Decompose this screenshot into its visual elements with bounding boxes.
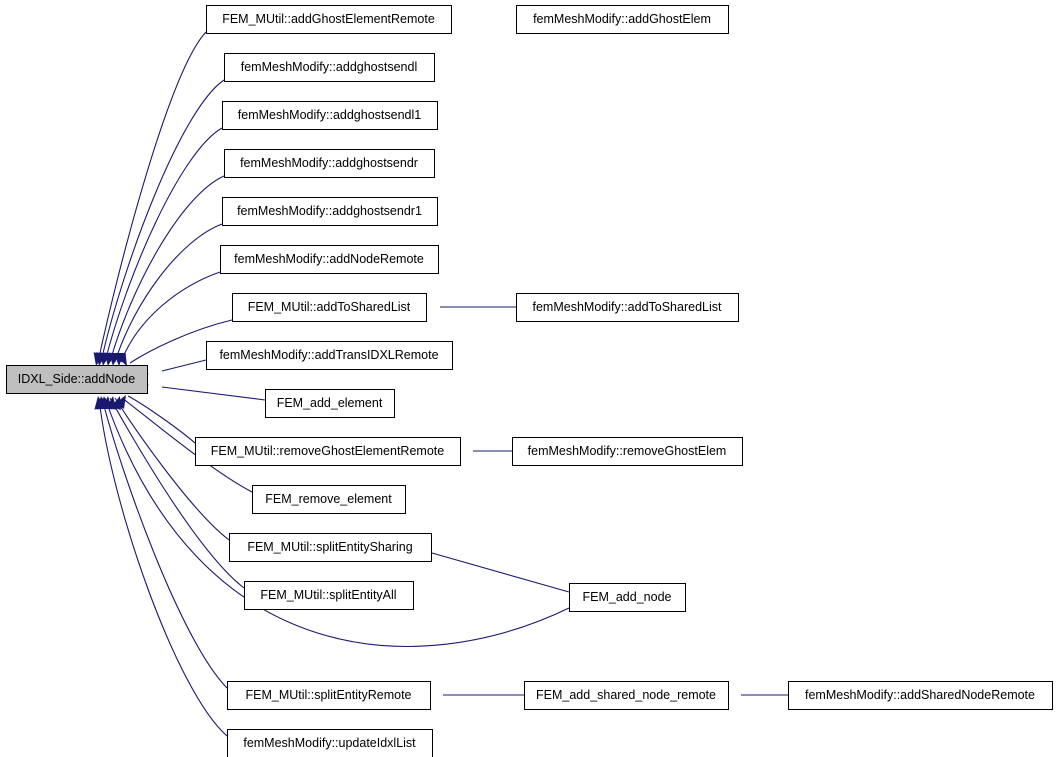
graph-node-addNodeRemote[interactable]: femMeshModify::addNodeRemote [220, 245, 439, 274]
node-label: femMeshModify::addGhostElem [533, 12, 711, 26]
edge-line [100, 79, 225, 363]
node-box[interactable] [206, 341, 453, 370]
graph-node-FEM_remove_element[interactable]: FEM_remove_element [252, 485, 406, 514]
edge-line [114, 397, 230, 541]
node-label: femMeshModify::addghostsendl1 [238, 108, 421, 122]
node-box[interactable] [232, 293, 427, 322]
graph-node-updateIdxlList[interactable]: femMeshModify::updateIdxlList [227, 729, 433, 757]
node-label: FEM_add_shared_node_remote [536, 688, 716, 702]
graph-node-addghostsendr1[interactable]: femMeshModify::addghostsendr1 [222, 197, 438, 226]
node-label: FEM_add_element [277, 396, 383, 410]
graph-node-FEM_add_element[interactable]: FEM_add_element [265, 389, 395, 418]
graph-edge [101, 396, 245, 589]
node-label: femMeshModify::addghostsendr [240, 156, 418, 170]
node-box[interactable] [569, 583, 686, 612]
edge-line [104, 127, 223, 363]
node-box[interactable] [224, 53, 435, 82]
edge-line [104, 397, 570, 647]
node-label: femMeshModify::updateIdxlList [243, 736, 416, 750]
edge-line [120, 271, 221, 363]
node-label: FEM_add_node [583, 590, 672, 604]
node-label: femMeshModify::addToSharedList [533, 300, 723, 314]
node-label: femMeshModify::addNodeRemote [234, 252, 424, 266]
node-box[interactable] [229, 533, 432, 562]
graph-node-FEM_add_node[interactable]: FEM_add_node [569, 583, 686, 612]
node-box[interactable] [516, 5, 729, 34]
node-box[interactable] [220, 245, 439, 274]
edge-line [161, 359, 207, 372]
node-label: FEM_MUtil::splitEntityAll [260, 588, 396, 602]
graph-node-splitEntityAll[interactable]: FEM_MUtil::splitEntityAll [244, 581, 414, 610]
edge-line [121, 397, 253, 493]
edge-line [114, 223, 223, 363]
edge-line [129, 319, 233, 364]
graph-node-addghostsendl[interactable]: femMeshModify::addghostsendl [224, 53, 435, 82]
edge-line [98, 397, 228, 737]
node-box[interactable] [6, 365, 148, 394]
node-label: FEM_remove_element [265, 492, 392, 506]
node-box[interactable] [516, 293, 739, 322]
node-label: femMeshModify::addTransIDXLRemote [219, 348, 438, 362]
graph-node-center[interactable]: IDXL_Side::addNode [6, 365, 148, 394]
node-label: femMeshModify::addSharedNodeRemote [805, 688, 1035, 702]
graph-edge [114, 395, 196, 444]
node-label: femMeshModify::removeGhostElem [528, 444, 727, 458]
node-label: FEM_MUtil::addToSharedList [248, 300, 411, 314]
edge-line [431, 552, 570, 593]
node-box[interactable] [265, 389, 395, 418]
edge-layer [93, 31, 788, 737]
edge-arrowhead-icon [94, 396, 105, 410]
node-label: IDXL_Side::addNode [18, 372, 135, 386]
graph-edge [136, 379, 266, 401]
node-box[interactable] [222, 101, 438, 130]
node-label: FEM_MUtil::removeGhostElementRemote [211, 444, 444, 458]
node-box[interactable] [224, 149, 435, 178]
graph-edge [93, 31, 207, 366]
graph-node-addTransIDXLRemote[interactable]: femMeshModify::addTransIDXLRemote [206, 341, 453, 370]
node-label: FEM_MUtil::splitEntitySharing [247, 540, 412, 554]
node-box[interactable] [788, 681, 1053, 710]
graph-node-splitEntityRemote[interactable]: FEM_MUtil::splitEntityRemote [227, 681, 431, 710]
node-label: FEM_MUtil::splitEntityRemote [245, 688, 411, 702]
graph-edge [94, 396, 228, 737]
node-box[interactable] [524, 681, 729, 710]
graph-edge [417, 689, 524, 701]
edge-line [97, 31, 207, 363]
node-box[interactable] [252, 485, 406, 514]
graph-node-FEM_add_shared_node_remote[interactable]: FEM_add_shared_node_remote [524, 681, 729, 710]
graph-node-addghostsendl1[interactable]: femMeshModify::addghostsendl1 [222, 101, 438, 130]
graph-node-addToSharedListUtil[interactable]: FEM_MUtil::addToSharedList [232, 293, 427, 322]
node-layer: IDXL_Side::addNode FEM_MUtil::addGhostEle… [6, 5, 1053, 757]
edge-line [101, 397, 228, 689]
edge-line [127, 395, 196, 444]
edge-arrowhead-icon [116, 352, 127, 366]
graph-node-addGhostElementRemote[interactable]: FEM_MUtil::addGhostElementRemote [206, 5, 452, 34]
graph-edge [113, 271, 221, 366]
graph-node-addToSharedListMesh[interactable]: femMeshModify::addToSharedList [516, 293, 739, 322]
node-label: femMeshModify::addghostsendl [241, 60, 417, 74]
node-box[interactable] [227, 729, 433, 757]
graph-node-removeGhostElem[interactable]: femMeshModify::removeGhostElem [512, 437, 743, 466]
node-box[interactable] [244, 581, 414, 610]
graph-edge [96, 79, 225, 366]
graph-node-splitEntitySharing[interactable]: FEM_MUtil::splitEntitySharing [229, 533, 432, 562]
node-box[interactable] [227, 681, 431, 710]
edge-line [161, 386, 266, 401]
node-box[interactable] [195, 437, 461, 466]
graph-node-addSharedNodeRemote[interactable]: femMeshModify::addSharedNodeRemote [788, 681, 1053, 710]
edge-line [109, 175, 225, 363]
graph-edge [99, 127, 223, 366]
node-label: femMeshModify::addghostsendr1 [237, 204, 422, 218]
node-box[interactable] [222, 197, 438, 226]
graph-node-removeGhostElementRemote[interactable]: FEM_MUtil::removeGhostElementRemote [195, 437, 461, 466]
node-box[interactable] [206, 5, 452, 34]
edge-line [109, 397, 245, 589]
node-box[interactable] [512, 437, 743, 466]
graph-node-addGhostElem[interactable]: femMeshModify::addGhostElem [516, 5, 729, 34]
node-label: FEM_MUtil::addGhostElementRemote [222, 12, 435, 26]
graph-node-addghostsendr[interactable]: femMeshModify::addghostsendr [224, 149, 435, 178]
graph-edge [414, 301, 516, 313]
graph-edge [116, 319, 233, 366]
